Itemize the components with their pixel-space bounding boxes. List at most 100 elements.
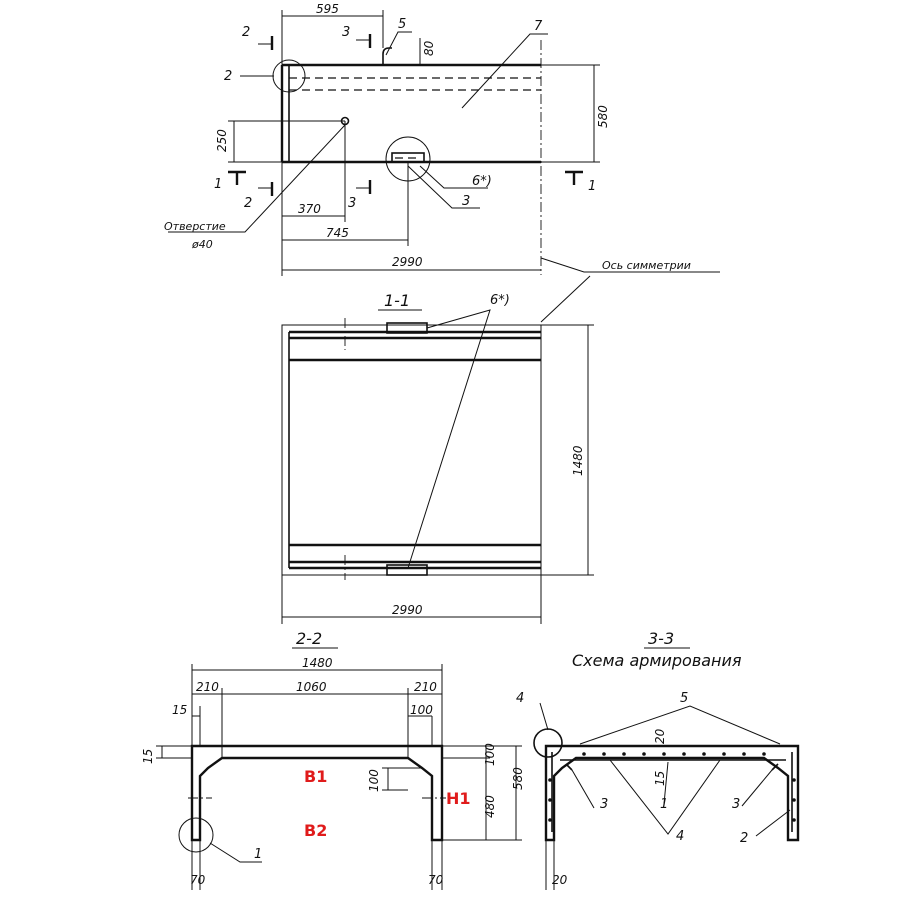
dim-20-bottom: 20 <box>552 873 568 887</box>
callout-5: 5 <box>398 17 406 32</box>
dim-70-lines <box>191 840 443 890</box>
dim-15: 15 <box>653 771 667 786</box>
leader-4-top <box>539 702 549 731</box>
dim-1480-section: 1480 <box>571 445 585 476</box>
dim-100-top: 100 <box>410 703 433 717</box>
section-1-1-outline <box>281 324 542 576</box>
callout-7: 7 <box>534 19 543 34</box>
callout-2: 2 <box>740 831 748 846</box>
axis-label: Ось симметрии <box>602 259 691 272</box>
dim-370: 370 <box>298 202 321 216</box>
leader-axis-1 <box>540 257 720 273</box>
section-2-2: 2-2 1 1480 210 1060 210 15 15 100 100 10… <box>141 629 525 890</box>
dim-2990-section: 2990 <box>392 603 423 617</box>
section-3-3-subtitle: Схема армирования <box>572 651 742 670</box>
hole-diameter: ø40 <box>191 238 213 251</box>
top-rib <box>289 330 541 340</box>
section-3-label-top: 3 <box>342 25 350 40</box>
dim-20-top: 20 <box>653 728 667 744</box>
leader-6 <box>419 165 488 189</box>
rebar-haunches <box>565 763 779 771</box>
leader-1 <box>209 842 262 863</box>
section-1-mark-right <box>565 170 583 185</box>
dim-right-lines <box>442 745 522 841</box>
callout-1: 1 <box>660 797 668 812</box>
section-2-label-top: 2 <box>242 25 250 40</box>
dim-15-left-lines <box>156 745 192 759</box>
dim-2990-section-lines <box>281 575 542 624</box>
callout-1: 1 <box>254 847 262 862</box>
callout-6: 6*) <box>472 174 492 189</box>
leader-2 <box>755 809 791 837</box>
dim-2990: 2990 <box>392 255 423 269</box>
leader-7 <box>461 33 548 109</box>
callout-3: 3 <box>462 194 470 209</box>
mark-b2: B2 <box>304 821 327 840</box>
leader-hole <box>168 124 346 233</box>
section-1-label-right: 1 <box>588 179 596 194</box>
dim-745-lines <box>282 162 409 246</box>
dim-580-lines <box>541 64 600 163</box>
callout-3-right: 3 <box>732 797 740 812</box>
dim-370-lines <box>282 121 346 222</box>
section-2-label-bottom: 2 <box>244 196 252 211</box>
dim-1480-lines <box>541 324 594 576</box>
dim-100-top-lines <box>408 715 433 746</box>
leader-1 <box>663 761 669 805</box>
dim-1060: 1060 <box>296 680 327 694</box>
dim-210-right: 210 <box>414 680 437 694</box>
plan-view: 2 2 3 3 1 1 595 80 5 7 2 580 <box>164 2 720 323</box>
dim-15-left: 15 <box>141 749 155 764</box>
leader-3 <box>407 165 480 209</box>
dim-1480-2-2-lines <box>191 664 443 746</box>
leader-5 <box>385 31 412 56</box>
rebar-legs <box>551 752 793 832</box>
dim-70-right: 70 <box>428 873 444 887</box>
dim-595: 595 <box>316 2 339 16</box>
dim-580-2-2: 580 <box>511 767 525 790</box>
dim-250-lines <box>228 120 345 163</box>
section-3-3: 3-3 Схема армирования 4 5 3 1 3 4 <box>516 629 800 890</box>
callout-2: 2 <box>224 69 232 84</box>
dim-595-lines <box>281 10 384 65</box>
dim-15-top: 15 <box>172 703 187 717</box>
dim-100-inner: 100 <box>367 769 381 792</box>
dim-15-top-lines <box>192 706 201 746</box>
dim-480: 480 <box>483 795 497 818</box>
dim-70-left: 70 <box>190 873 206 887</box>
dim-row-2-lines <box>192 688 442 758</box>
mark-h1: H1 <box>446 789 471 808</box>
callout-6-section: 6*) <box>490 293 510 308</box>
callout-4-bottom: 4 <box>676 829 684 844</box>
section-3-label-bottom: 3 <box>348 196 356 211</box>
lifting-loop-5 <box>382 47 392 65</box>
leader-3-left <box>571 769 595 809</box>
section-1-1: 1-1 6*) 1480 2990 <box>281 291 594 624</box>
dim-580: 580 <box>596 105 610 128</box>
callout-5: 5 <box>680 691 688 706</box>
callout-4-top: 4 <box>516 691 524 706</box>
dim-1480-2-2: 1480 <box>302 656 333 670</box>
section-2-2-title: 2-2 <box>296 629 322 648</box>
section-1-1-title: 1-1 <box>384 291 410 310</box>
dim-210-left: 210 <box>196 680 219 694</box>
dim-250: 250 <box>215 129 229 152</box>
dim-20-bottom-lines <box>545 840 555 890</box>
dim-100-inner-lines <box>382 767 422 791</box>
dim-745: 745 <box>326 226 349 240</box>
embedded-part-bottom <box>386 564 428 576</box>
leader-axis-2 <box>540 275 591 323</box>
detail-circle-4 <box>533 728 563 758</box>
hole-label: Отверстие <box>164 220 226 233</box>
callout-3-left: 3 <box>600 797 608 812</box>
dim-80: 80 <box>422 40 436 56</box>
leader-4-bottom <box>609 759 721 835</box>
rebar-dots <box>548 752 796 822</box>
detail-circle-1 <box>178 817 214 853</box>
section-1-mark-left <box>228 170 246 185</box>
leader-3-right <box>741 769 773 807</box>
dim-2990-lines <box>281 162 541 276</box>
mark-b1: B1 <box>304 767 327 786</box>
bottom-rib <box>289 560 541 570</box>
